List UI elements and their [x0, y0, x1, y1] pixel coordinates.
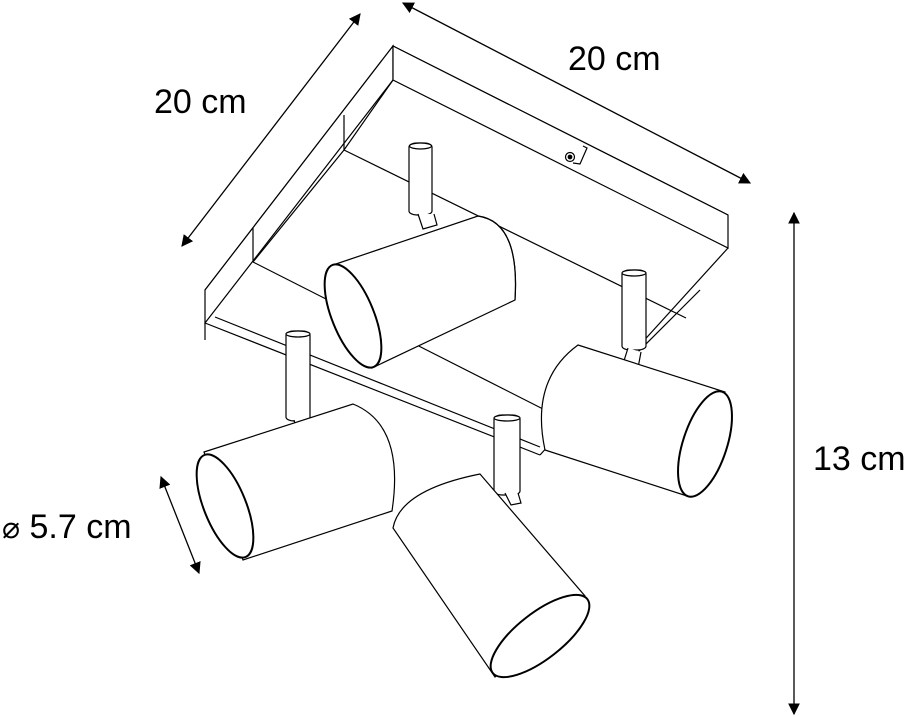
spotlight-front-center: [392, 414, 591, 679]
width-dimension-arrow: [401, 2, 752, 184]
spotlight-back-left: [323, 142, 517, 369]
spotlight-front-left: [195, 330, 396, 561]
diameter-label: ⌀ 5.7 cm: [2, 510, 132, 544]
diameter-dimension-arrow: [159, 475, 201, 575]
height-label: 13 cm: [813, 440, 906, 478]
depth-label: 20 cm: [154, 83, 247, 121]
depth-dimension-arrow: [181, 13, 361, 247]
width-label: 20 cm: [568, 40, 661, 78]
diameter-icon: ⌀: [2, 512, 21, 545]
spotlight-right: [540, 269, 733, 498]
diameter-value: 5.7 cm: [29, 508, 132, 546]
